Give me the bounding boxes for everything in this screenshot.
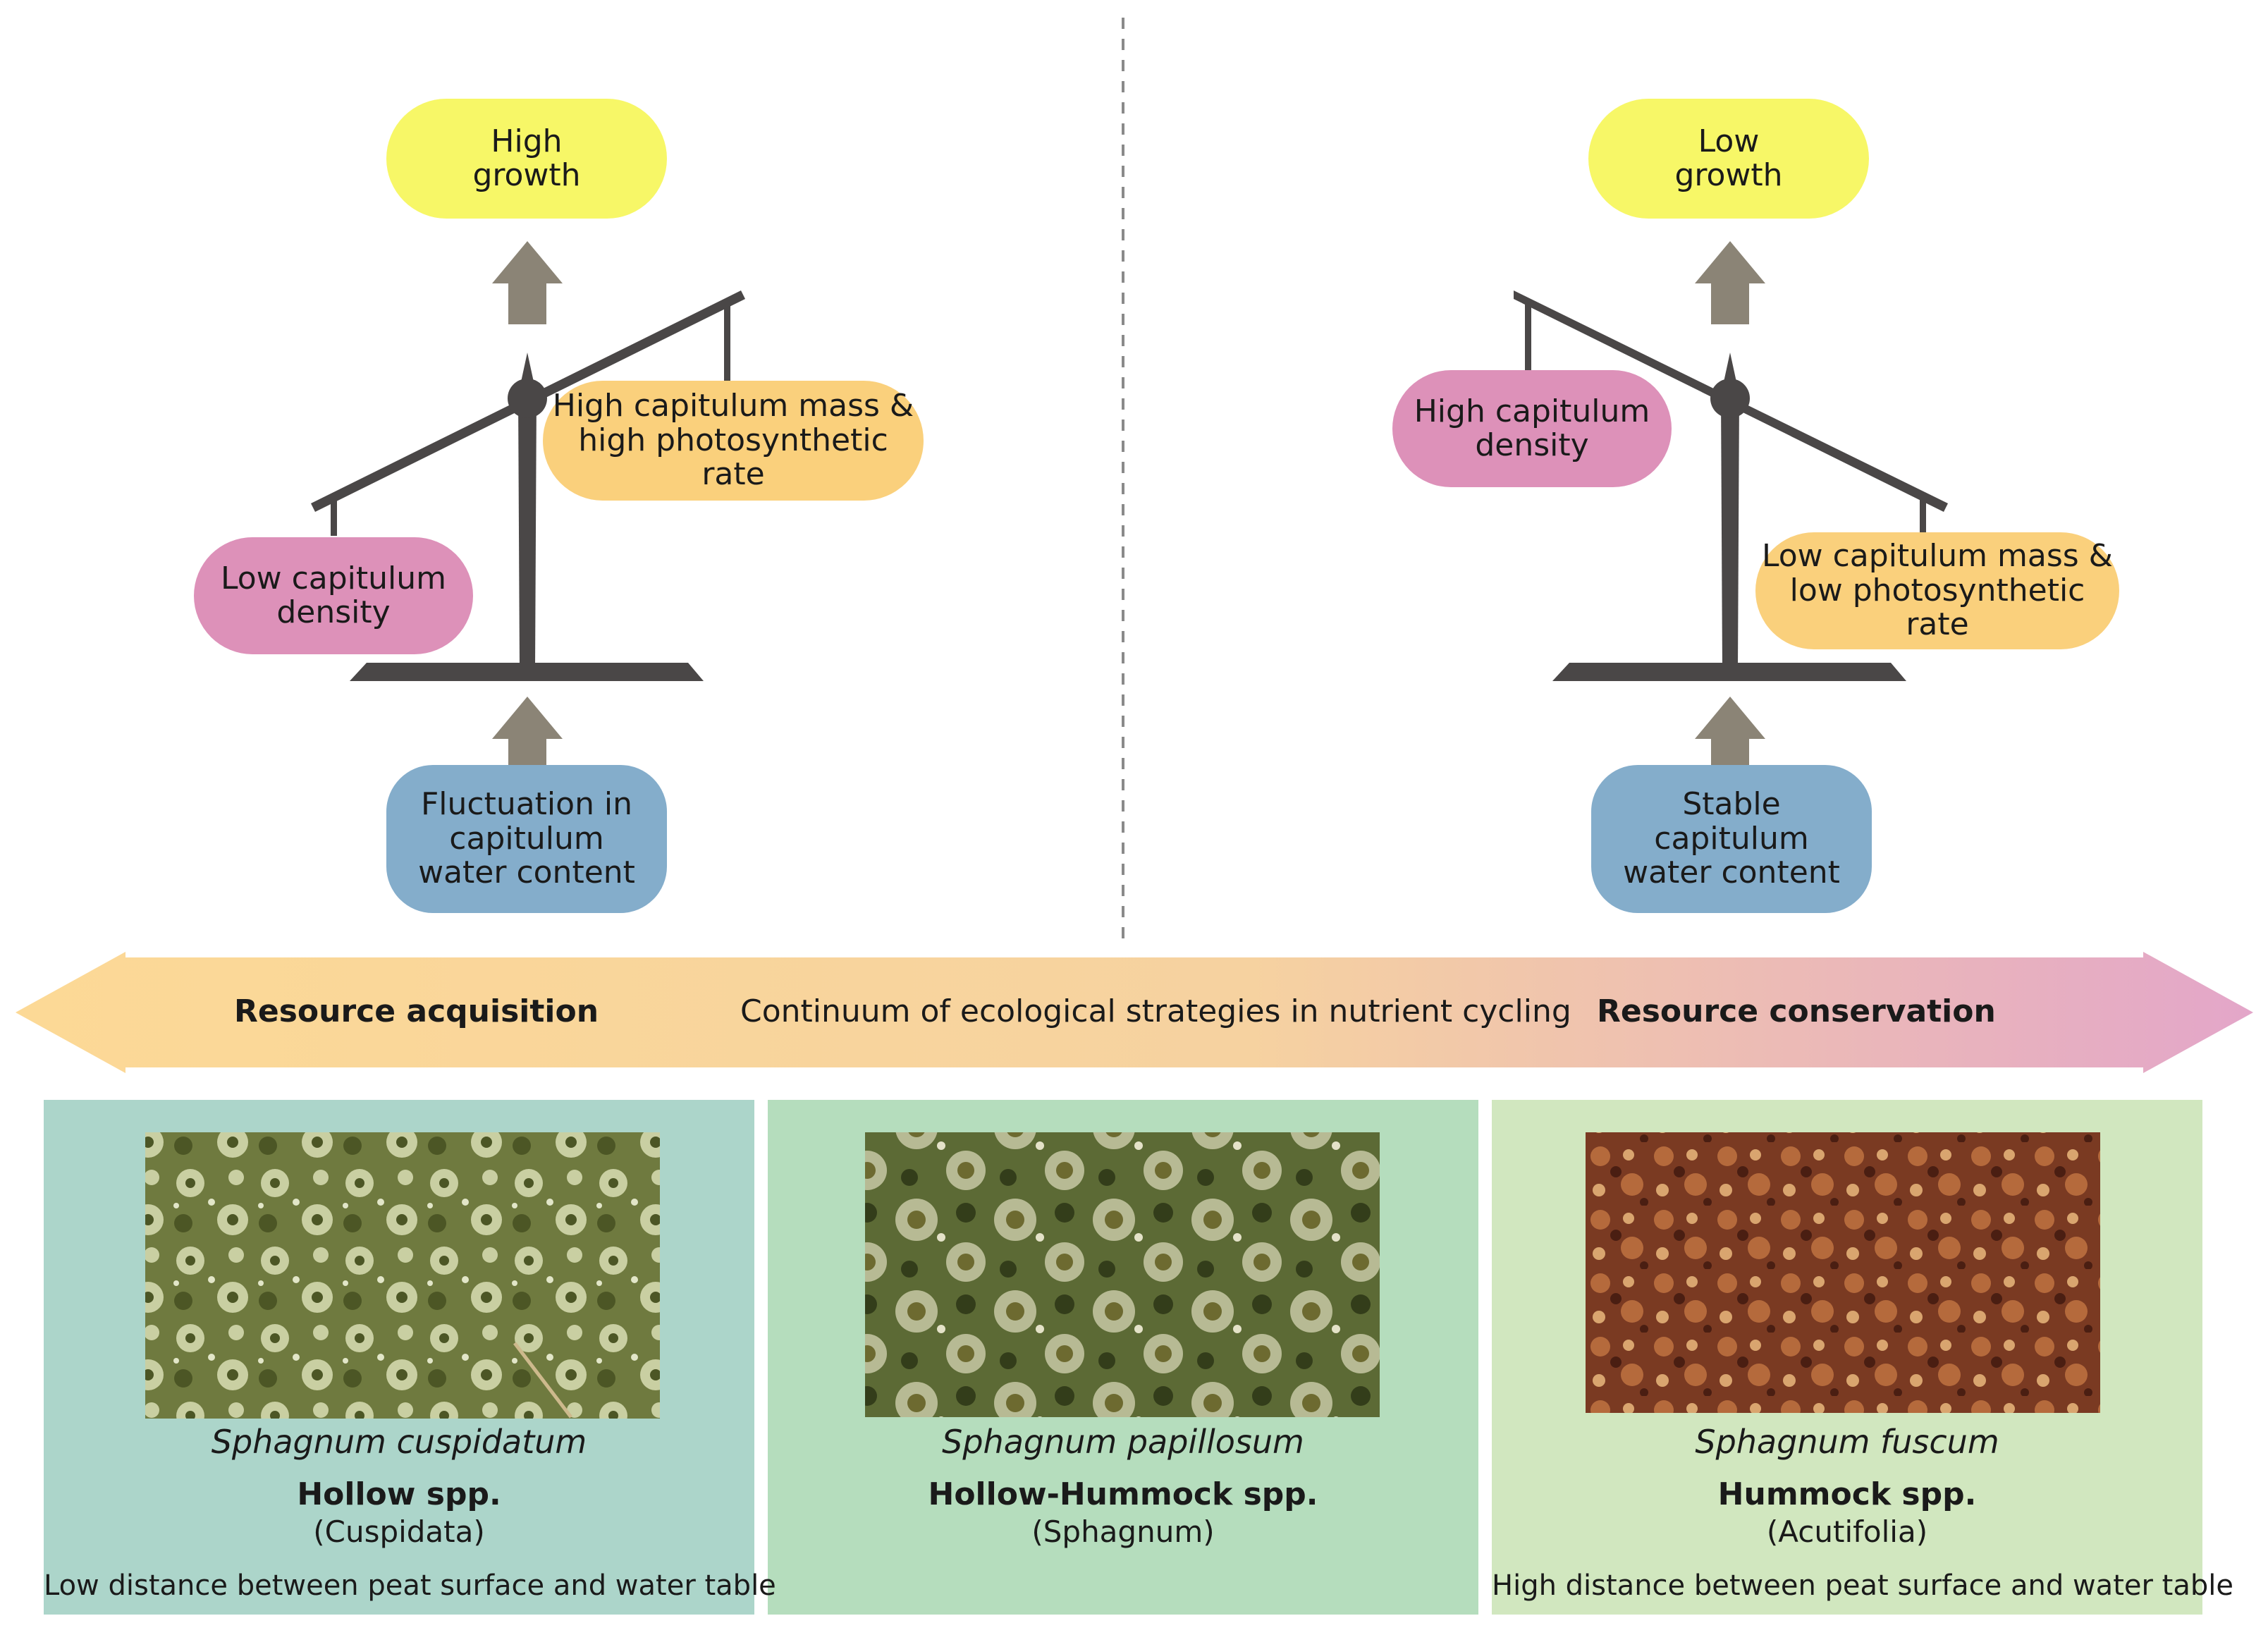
left-scale-base <box>350 663 704 681</box>
continuum-left-label: Resource acquisition <box>234 993 599 1029</box>
continuum-arrow <box>16 952 2253 1073</box>
left-mass-photosynthesis-box: High capitulum mass & high photosyntheti… <box>543 381 924 501</box>
right-scale-base <box>1552 663 1906 681</box>
right-up-arrow-bottom <box>1695 697 1765 765</box>
photo-sphagnum-fuscum <box>1586 1132 2100 1413</box>
panel-hollow-species: Sphagnum cuspidatum <box>211 1423 587 1461</box>
right-up-arrow-top <box>1695 241 1765 324</box>
panel-hollow: Sphagnum cuspidatum Hollow spp. (Cuspida… <box>44 1100 776 1615</box>
right-balance-scale <box>1514 241 1948 765</box>
left-density-box: Low capitulum density <box>194 537 473 654</box>
continuum-right-label: Resource conservation <box>1597 993 1996 1029</box>
panel-hollow-distance: Low distance between peat surface and wa… <box>44 1569 776 1602</box>
left-scale-pivot <box>508 379 547 418</box>
panel-hollow-hummock-species: Sphagnum papillosum <box>942 1423 1304 1461</box>
right-water-content-label: Stable capitulum water content <box>1623 786 1840 891</box>
panel-hollow-group: Hollow spp. <box>297 1476 501 1512</box>
left-growth-label: High growth <box>472 123 581 193</box>
left-water-content-box: Fluctuation in capitulum water content <box>386 765 667 913</box>
photo-sphagnum-papillosum <box>865 1132 1380 1417</box>
right-density-label: High capitulum density <box>1414 393 1650 463</box>
left-density-label: Low capitulum density <box>220 560 447 630</box>
left-beam-hanger-right <box>724 300 730 388</box>
right-scale-post <box>1721 353 1739 668</box>
panel-hollow-section: (Cuspidata) <box>313 1514 485 1549</box>
panel-hummock-group: Hummock spp. <box>1717 1476 1977 1512</box>
right-scale-pivot <box>1710 379 1750 418</box>
photo-sphagnum-cuspidatum <box>145 1132 660 1419</box>
left-mass-photosynthesis-label: High capitulum mass & high photosyntheti… <box>552 388 914 493</box>
panel-hummock-section: (Acutifolia) <box>1766 1514 1928 1549</box>
right-water-content-box: Stable capitulum water content <box>1591 765 1872 913</box>
right-beam-hanger-left <box>1525 300 1531 370</box>
panel-hummock-species: Sphagnum fuscum <box>1695 1423 1999 1461</box>
panel-hummock: Sphagnum fuscum Hummock spp. (Acutifolia… <box>1492 1100 2233 1615</box>
panel-hollow-hummock-section: (Sphagnum) <box>1031 1514 1215 1549</box>
right-beam-hanger-right <box>1920 494 1926 536</box>
continuum-center-label: Continuum of ecological strategies in nu… <box>740 993 1571 1029</box>
photo-cuspidatum-twig <box>513 1342 572 1419</box>
left-up-arrow-bottom <box>492 697 563 765</box>
left-water-content-label: Fluctuation in capitulum water content <box>418 786 635 891</box>
left-up-arrow-top <box>492 241 563 324</box>
right-growth-label: Low growth <box>1674 123 1783 193</box>
right-mass-photosynthesis-label: Low capitulum mass & low photosynthetic … <box>1761 538 2113 643</box>
left-growth-box: High growth <box>386 99 667 219</box>
right-growth-box: Low growth <box>1588 99 1869 219</box>
left-beam-hanger-left <box>331 494 337 536</box>
left-scale-post <box>518 353 537 668</box>
panel-hummock-distance: High distance between peat surface and w… <box>1492 1569 2233 1602</box>
panel-hollow-hummock: Sphagnum papillosum Hollow-Hummock spp. … <box>768 1100 1478 1615</box>
left-balance-scale <box>311 241 745 765</box>
right-density-box: High capitulum density <box>1392 370 1672 487</box>
panel-hollow-hummock-group: Hollow-Hummock spp. <box>928 1476 1318 1512</box>
right-mass-photosynthesis-box: Low capitulum mass & low photosynthetic … <box>1755 532 2119 649</box>
